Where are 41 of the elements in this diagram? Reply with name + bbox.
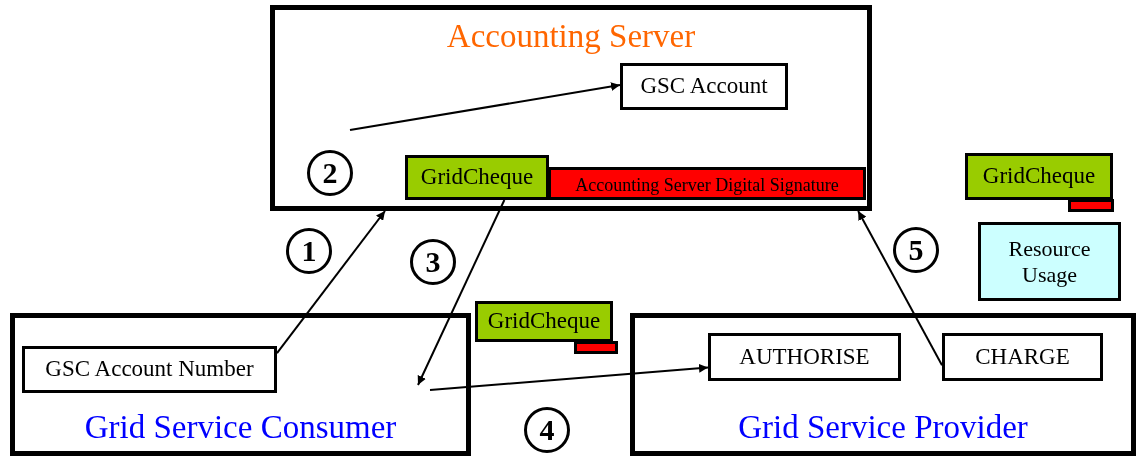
step-circle	[524, 407, 570, 453]
account-box	[620, 63, 788, 110]
box-label: GridCheque	[487, 308, 601, 335]
account-number-box	[22, 346, 277, 393]
step-number: 1	[301, 233, 317, 269]
step-circle	[893, 227, 939, 273]
step-number: 2	[322, 155, 338, 191]
step-circle	[307, 150, 353, 196]
box-label: GSC Account	[640, 73, 768, 100]
arrow	[276, 210, 386, 355]
cheque-box	[965, 153, 1113, 200]
cheque-box	[475, 301, 613, 342]
box-label: GSC Account Number	[45, 356, 254, 383]
charge-box	[942, 333, 1103, 381]
step-number: 4	[539, 412, 555, 448]
arrow	[417, 199, 506, 386]
panel-title: Grid Service Provider	[738, 408, 1028, 445]
server-panel	[270, 5, 872, 211]
provider-panel	[630, 313, 1136, 456]
signature-bar	[574, 341, 618, 354]
box-label: Resource Usage	[1007, 236, 1092, 287]
cheque-box	[405, 155, 549, 200]
consumer-panel	[10, 313, 471, 456]
signature-box	[548, 167, 866, 200]
box-label: AUTHORISE	[739, 343, 870, 371]
step-number: 3	[425, 244, 441, 280]
arrow	[349, 82, 621, 131]
box-label: Accounting Server Digital Signature	[575, 174, 839, 196]
arrow	[857, 210, 943, 367]
signature-bar	[1068, 199, 1114, 212]
panel-title: Accounting Server	[446, 18, 696, 55]
step-number: 5	[908, 232, 924, 268]
step-circle	[286, 228, 332, 274]
panel-title: Grid Service Consumer	[84, 408, 397, 445]
step-circle	[410, 239, 456, 285]
arrow	[429, 363, 709, 391]
box-label: CHARGE	[975, 343, 1070, 371]
box-label: GridCheque	[420, 164, 534, 191]
box-label: GridCheque	[982, 163, 1096, 190]
authorise-box	[708, 333, 901, 381]
resource-usage-box	[978, 222, 1121, 301]
